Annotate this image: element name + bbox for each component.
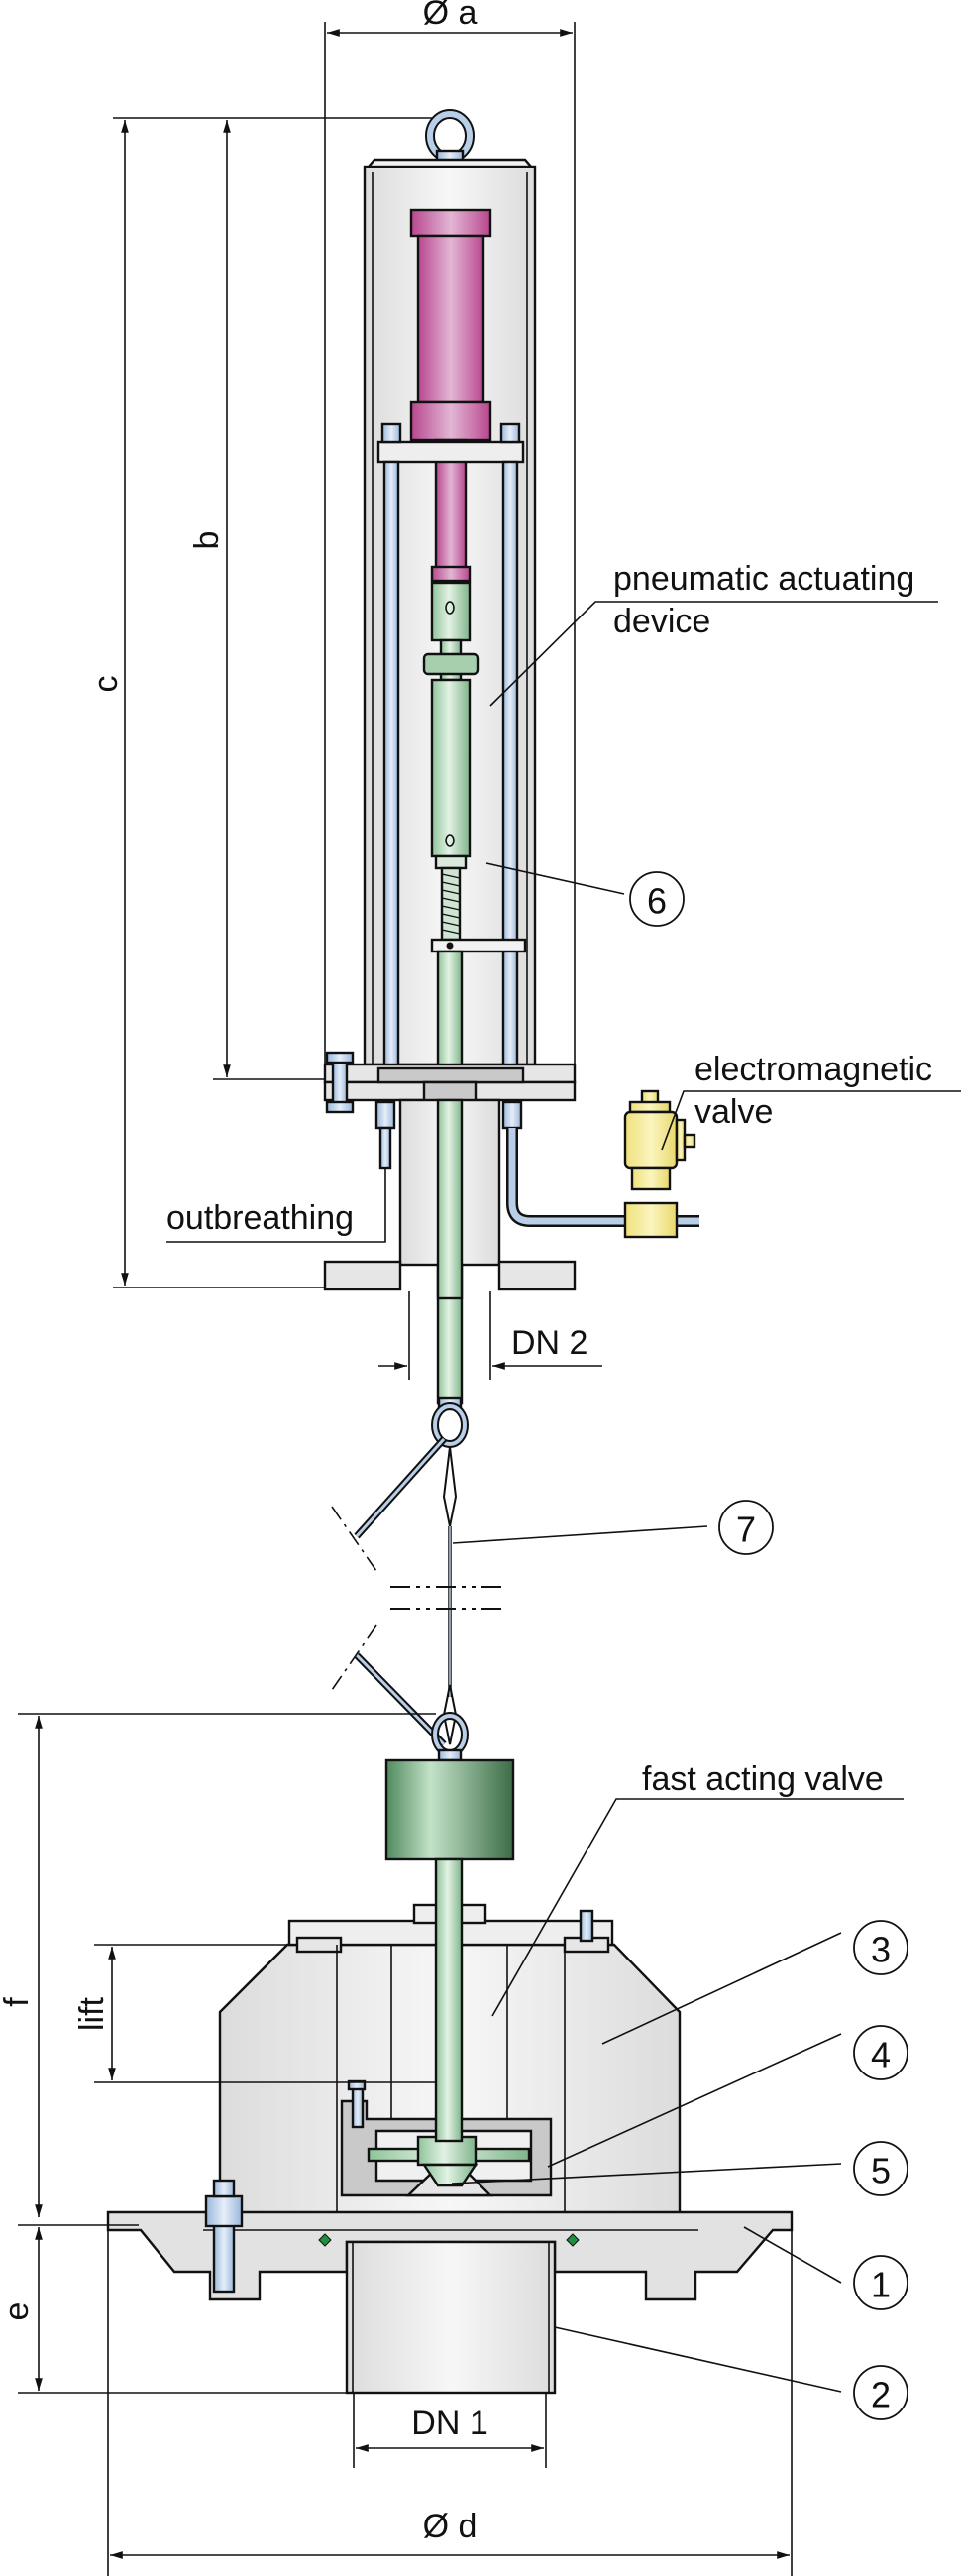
pneumatic-cylinder	[409, 208, 492, 583]
tank-flange	[106, 2179, 794, 2301]
callout-7: 7	[452, 1500, 774, 1555]
tie-rods	[376, 422, 525, 1086]
label-outbreathing: outbreathing	[166, 1168, 386, 1243]
dimension-e-label: e	[0, 2302, 36, 2321]
label-electromagnetic-valve: electromagnetic valve	[661, 1051, 961, 1151]
dimension-e: e	[0, 2224, 347, 2394]
label-outbreathing-text: outbreathing	[166, 1199, 354, 1237]
dimension-d-label: Ø d	[423, 2508, 478, 2545]
lower-spool	[323, 1098, 577, 1300]
dimension-dn2-label: DN 2	[511, 1324, 587, 1362]
label-pneumatic-actuating-device: pneumatic actuating device	[489, 560, 938, 707]
weight-block	[384, 1758, 515, 1861]
label-electro-line1: electromagnetic	[694, 1051, 932, 1088]
electromagnetic-valve-icon	[623, 1089, 696, 1239]
wire-rope	[331, 1396, 505, 1762]
dimension-f: f	[0, 1713, 436, 2218]
valve-seat	[340, 2079, 553, 2197]
svg-text:2: 2	[871, 2375, 891, 2415]
dimension-c-label: c	[87, 676, 125, 693]
dimension-b-label: b	[188, 531, 226, 550]
label-electro-line2: valve	[694, 1093, 773, 1131]
dimension-dn2: DN 2	[378, 1291, 602, 1380]
coupling-rod	[422, 581, 527, 953]
label-fast-acting-text: fast acting valve	[642, 1760, 884, 1798]
spring-icon	[440, 866, 462, 942]
callout-4: 4	[547, 2025, 908, 2168]
dimension-dn1: DN 1	[353, 2393, 547, 2468]
dimension-lift: lift	[73, 1944, 436, 2083]
callout-3: 3	[601, 1920, 908, 2045]
air-pipe	[506, 1128, 699, 1227]
label-pneumatic-line2: device	[613, 603, 710, 640]
svg-text:1: 1	[871, 2265, 891, 2305]
svg-text:5: 5	[871, 2151, 891, 2191]
inlet-pipe	[345, 2240, 557, 2395]
dimension-b: b	[188, 119, 327, 1080]
dimension-a: Ø a	[324, 0, 576, 1065]
label-fast-acting-valve: fast acting valve	[491, 1760, 904, 2017]
svg-text:4: 4	[871, 2035, 891, 2075]
callout-6: 6	[485, 862, 685, 927]
callout-5: 5	[451, 2141, 908, 2196]
dimension-a-label: Ø a	[423, 0, 478, 32]
dimension-f-label: f	[0, 1997, 36, 2007]
dimension-c: c	[87, 117, 454, 1288]
dimension-dn1-label: DN 1	[411, 2405, 487, 2442]
dimension-d: Ø d	[107, 2230, 793, 2576]
valve-stem-lower	[434, 1857, 464, 2143]
dimension-lift-label: lift	[73, 1996, 111, 2031]
svg-text:7: 7	[736, 1510, 756, 1550]
svg-text:3: 3	[871, 1930, 891, 1970]
callout-1: 1	[743, 2226, 908, 2310]
svg-text:6: 6	[647, 881, 667, 922]
callout-2: 2	[554, 2326, 908, 2420]
label-pneumatic-line1: pneumatic actuating	[613, 560, 914, 598]
